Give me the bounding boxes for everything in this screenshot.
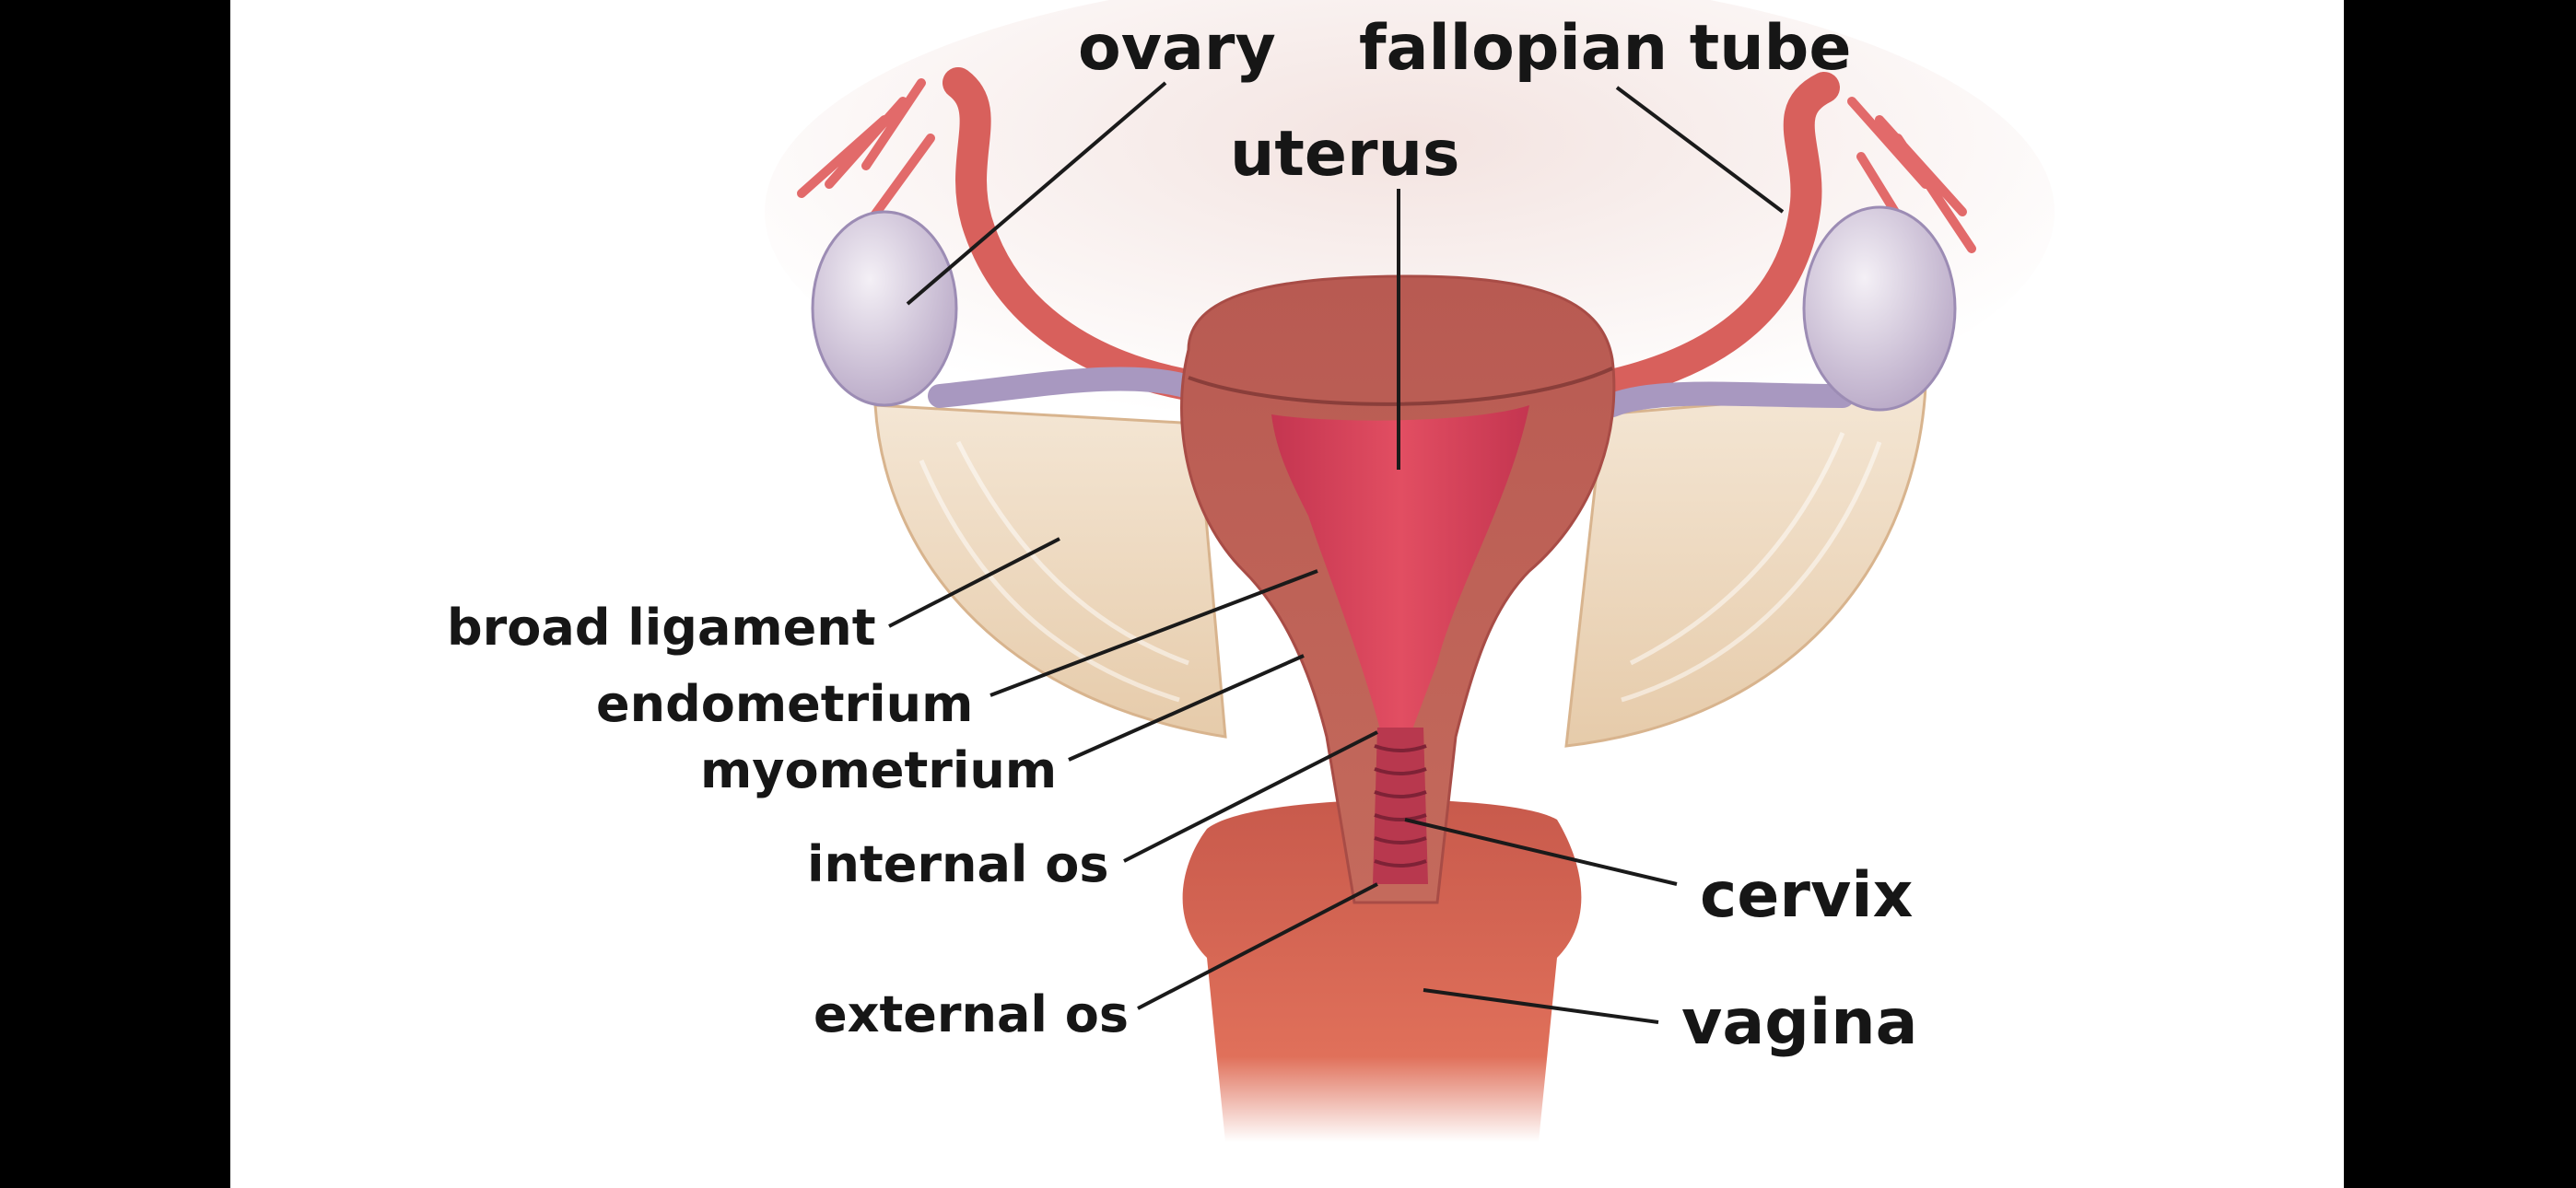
uterus-anatomy-diagram: ovary fallopian tube uterus broad ligame… [447, 0, 2055, 1142]
ovarian-ligament-left [928, 367, 1200, 408]
broad-ligament-right [1564, 385, 1927, 748]
diagram-panel: ovary fallopian tube uterus broad ligame… [230, 0, 2344, 1188]
label-uterus: uterus [1230, 118, 1459, 191]
cervical-folds [1374, 744, 1427, 868]
label-internal-os: internal os [807, 835, 1108, 893]
leader-fallopian-tube [1615, 86, 1785, 214]
leader-cervix [1404, 818, 1678, 886]
ovary-right [1802, 205, 1957, 412]
endometrium [1271, 405, 1529, 737]
label-endometrium: endometrium [596, 675, 973, 733]
ovary-left [811, 210, 958, 407]
leader-vagina [1423, 988, 1659, 1024]
label-fallopian-tube: fallopian tube [1359, 12, 1851, 85]
label-external-os: external os [814, 985, 1129, 1043]
cervical-canal [1373, 728, 1428, 884]
right-letterbox [2344, 0, 2576, 1188]
broad-ligament-left [873, 403, 1227, 739]
label-vagina: vagina [1681, 986, 1918, 1059]
label-myometrium: myometrium [700, 741, 1057, 799]
label-ovary: ovary [1078, 12, 1276, 85]
label-cervix: cervix [1700, 859, 1913, 932]
leader-internal-os [1123, 730, 1378, 863]
vagina [1182, 799, 1582, 1142]
fallopian-tube-right [1587, 72, 1840, 402]
leader-ovary [906, 81, 1167, 306]
leader-lines [888, 81, 1785, 1024]
left-letterbox [0, 0, 230, 1188]
ligament-texture [919, 432, 1882, 703]
leader-endometrium [989, 569, 1318, 697]
leader-myometrium [1068, 654, 1305, 762]
ovarian-ligament-right [1600, 381, 1855, 417]
leader-external-os [1137, 882, 1378, 1010]
leader-broad-ligament [888, 537, 1060, 628]
fimbriae [797, 78, 1976, 281]
label-broad-ligament: broad ligament [447, 599, 876, 657]
fallopian-tube-left [943, 67, 1213, 402]
